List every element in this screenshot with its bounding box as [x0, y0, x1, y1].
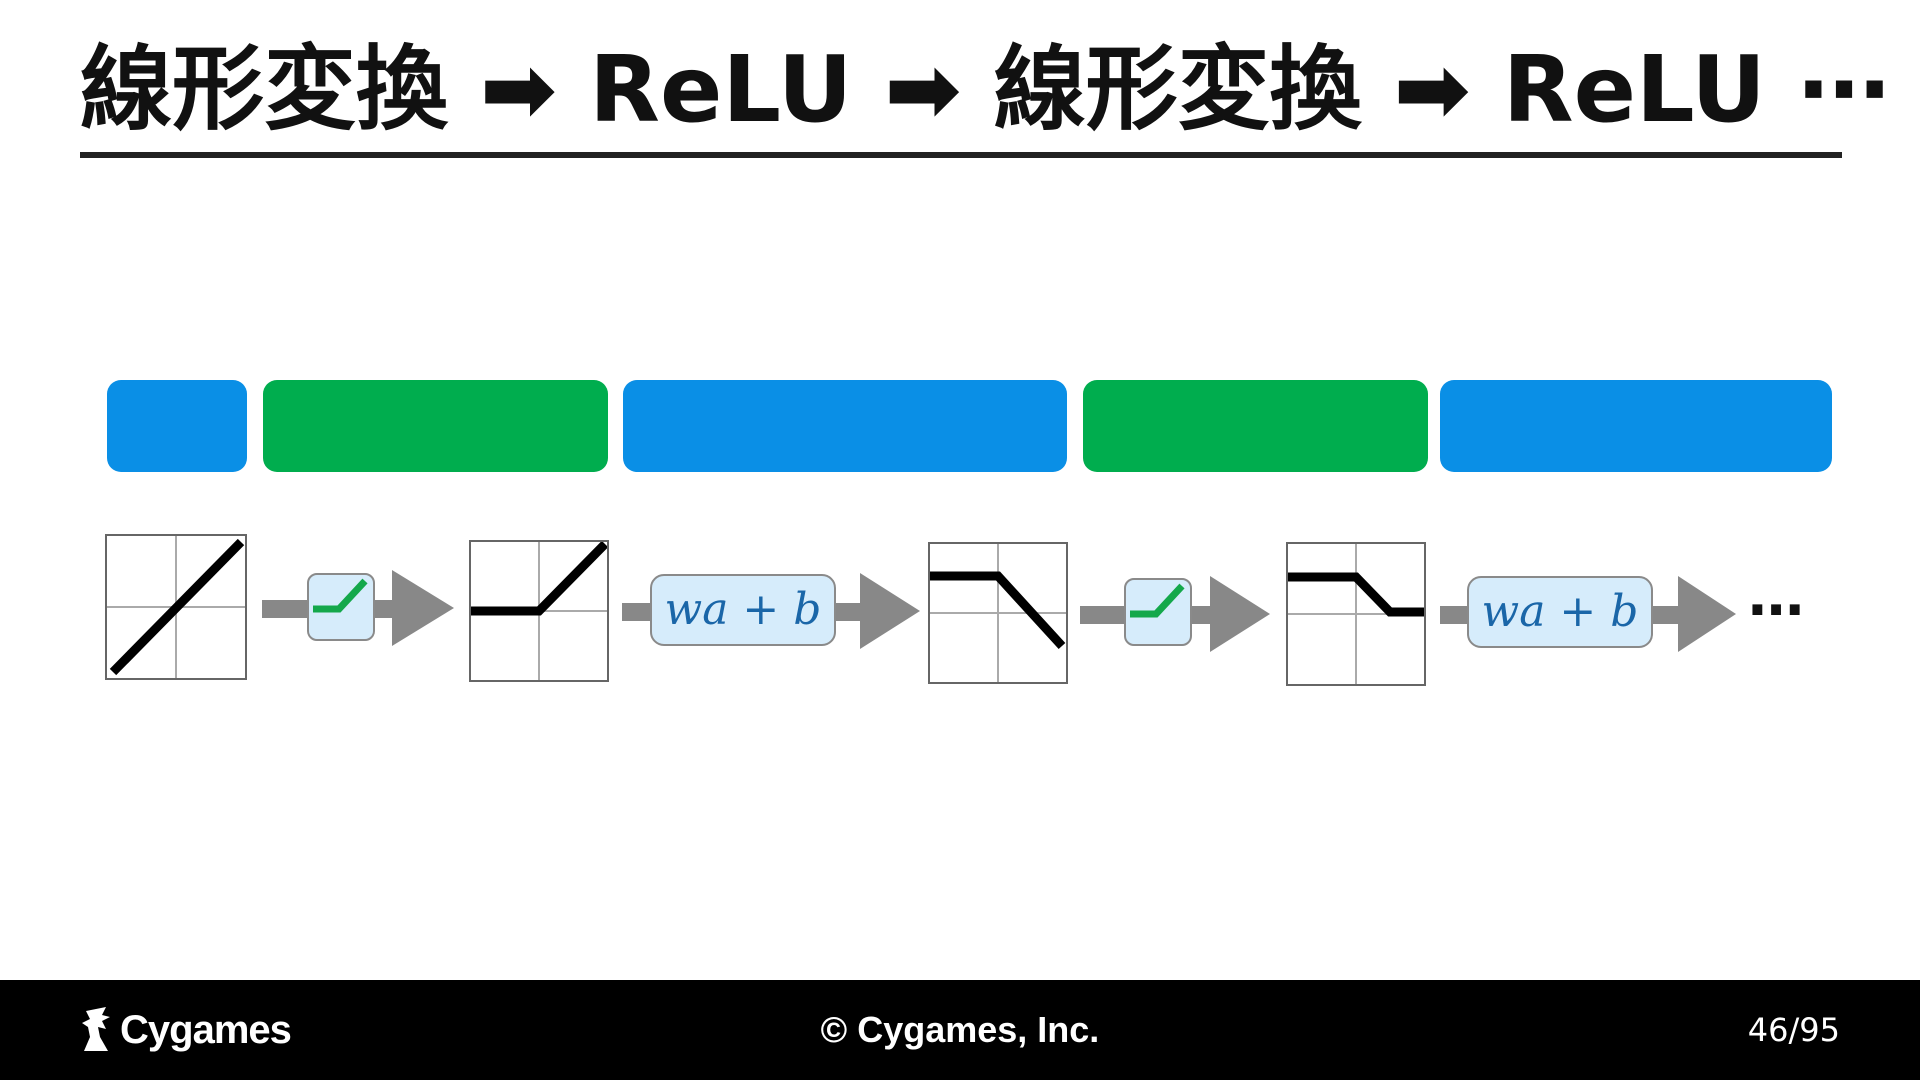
stage-bar-linear-2	[623, 380, 1067, 472]
slide-title: 線形変換 ➡ ReLU ➡ 線形変換 ➡ ReLU ⋯	[80, 36, 1891, 143]
function-plot-flat-descend-flat	[1286, 542, 1426, 686]
copyright-text: © Cygames, Inc.	[820, 1009, 1100, 1050]
stage-bar-relu-1	[263, 380, 608, 472]
function-plot-relu	[469, 540, 609, 682]
function-plot-flat-then-descending	[928, 542, 1068, 684]
continuation-ellipsis: ⋯	[1748, 578, 1804, 643]
linear-formula-box: wa + b	[650, 574, 836, 646]
linear-formula-box: wa + b	[1467, 576, 1653, 648]
footer-bar: Cygames © Cygames, Inc. 46/95	[0, 980, 1920, 1080]
relu-icon	[307, 573, 375, 641]
stage-bar-linear-3	[1440, 380, 1832, 472]
page-number: 46/95	[1747, 1011, 1840, 1049]
logo-text: Cygames	[120, 1007, 292, 1052]
stage-bar-linear-1	[107, 380, 247, 472]
function-plot-identity	[105, 534, 247, 680]
stage-bar-relu-2	[1083, 380, 1428, 472]
cygames-logo: Cygames	[80, 980, 292, 1080]
relu-icon	[1124, 578, 1192, 646]
title-divider	[80, 152, 1842, 158]
cygames-emblem-icon	[82, 1007, 110, 1051]
